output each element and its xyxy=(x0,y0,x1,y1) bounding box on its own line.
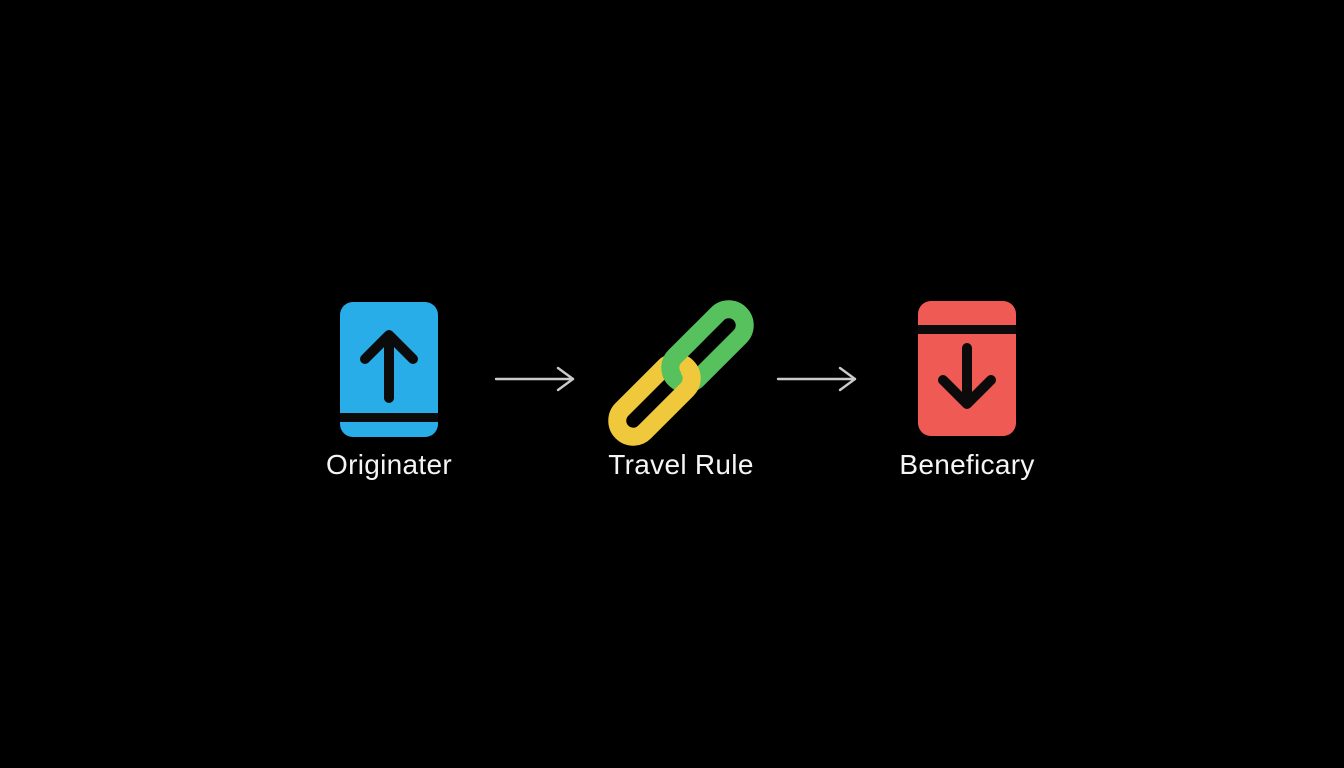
arrow-head xyxy=(838,366,857,392)
node-beneficiary: Beneficary xyxy=(887,301,1047,481)
flow-arrow-1 xyxy=(494,366,575,392)
node-label-originator: Originater xyxy=(326,449,452,480)
download-arrow-glyph xyxy=(938,343,996,409)
device-divider-line xyxy=(340,413,438,422)
chain-link-icon xyxy=(608,300,754,446)
chain-link-green-overlap xyxy=(661,300,710,393)
chain-link-yellow xyxy=(608,353,701,446)
device-upload-icon xyxy=(340,302,438,437)
node-label-beneficiary: Beneficary xyxy=(899,449,1035,480)
flow-arrow-2 xyxy=(776,366,857,392)
node-label-travel-rule: Travel Rule xyxy=(608,449,754,480)
arrow-head xyxy=(556,366,575,392)
device-divider-line xyxy=(918,325,1016,334)
node-travel-rule: Travel Rule xyxy=(591,300,771,481)
node-originator: Originater xyxy=(309,302,469,481)
device-download-icon xyxy=(918,301,1016,436)
upload-arrow-glyph xyxy=(360,330,418,403)
